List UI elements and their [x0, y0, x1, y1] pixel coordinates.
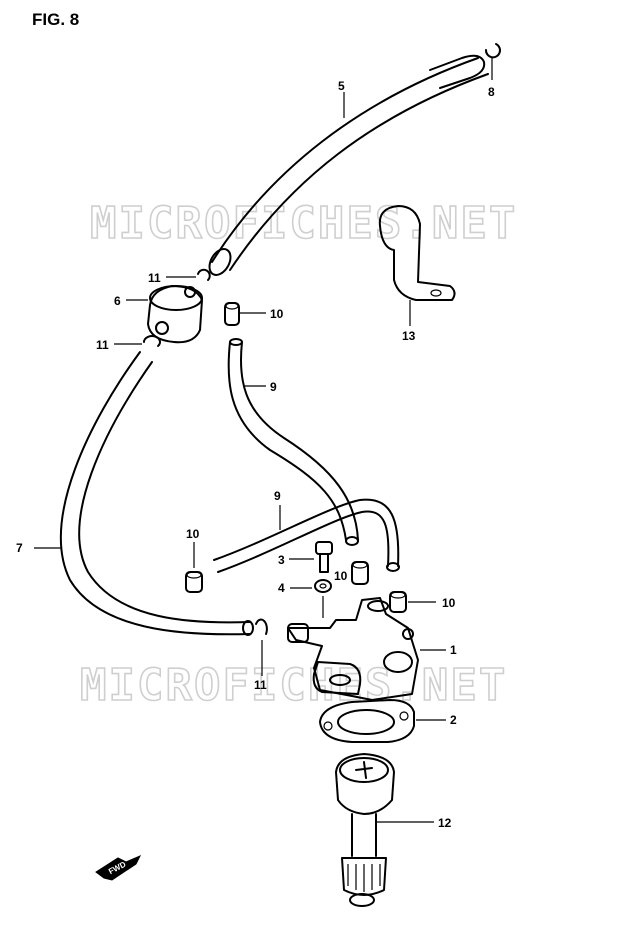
callout-4: 4 — [278, 581, 285, 595]
callout-13: 13 — [402, 329, 416, 343]
callout-1: 1 — [450, 643, 457, 657]
callout-9-upper: 9 — [270, 380, 277, 394]
part-8-clip — [484, 43, 501, 80]
callout-11-upper: 11 — [148, 271, 161, 285]
part-11-clip-left — [114, 335, 161, 347]
part-4-washer — [290, 579, 332, 618]
callout-6: 6 — [114, 294, 121, 308]
part-9-hose-upper — [227, 338, 359, 546]
callout-10-right: 10 — [442, 596, 456, 610]
callout-5: 5 — [338, 79, 345, 93]
part-12-drive-gear — [335, 753, 434, 907]
part-1-valve-body — [287, 597, 446, 701]
watermark-bottom: MICROFICHES.NET — [80, 660, 507, 711]
callout-3: 3 — [278, 553, 285, 567]
callout-7: 7 — [16, 541, 23, 555]
part-10-cap-upper — [224, 302, 266, 326]
part-11-clip-upper — [166, 268, 211, 281]
figure-title: FIG. 8 — [32, 10, 80, 29]
part-2-gasket — [319, 699, 446, 743]
callout-12: 12 — [438, 816, 452, 830]
callout-10-left: 10 — [186, 527, 200, 541]
part-10-cap-left — [185, 542, 203, 593]
part-6-filter — [126, 285, 203, 344]
callout-10-upper: 10 — [270, 307, 284, 321]
callout-9-lower: 9 — [274, 489, 281, 503]
part-3-screw — [289, 541, 333, 573]
callout-11-lower: 11 — [254, 678, 267, 692]
part-7-hose — [34, 351, 254, 636]
callout-8: 8 — [488, 85, 495, 99]
part-9-hose-lower — [213, 498, 400, 573]
callout-10-mid: 10 — [334, 569, 348, 583]
part-13-bracket — [378, 205, 456, 326]
part-10-cap-mid — [351, 561, 369, 585]
callout-2: 2 — [450, 713, 457, 727]
callout-11-left: 11 — [96, 338, 109, 352]
part-5-hose — [208, 54, 489, 276]
watermark-top: MICROFICHES.NET — [90, 198, 517, 249]
part-10-cap-right — [389, 591, 436, 613]
fwd-direction-arrow: FWD — [95, 855, 142, 881]
part-11-clip-lower — [255, 618, 268, 676]
